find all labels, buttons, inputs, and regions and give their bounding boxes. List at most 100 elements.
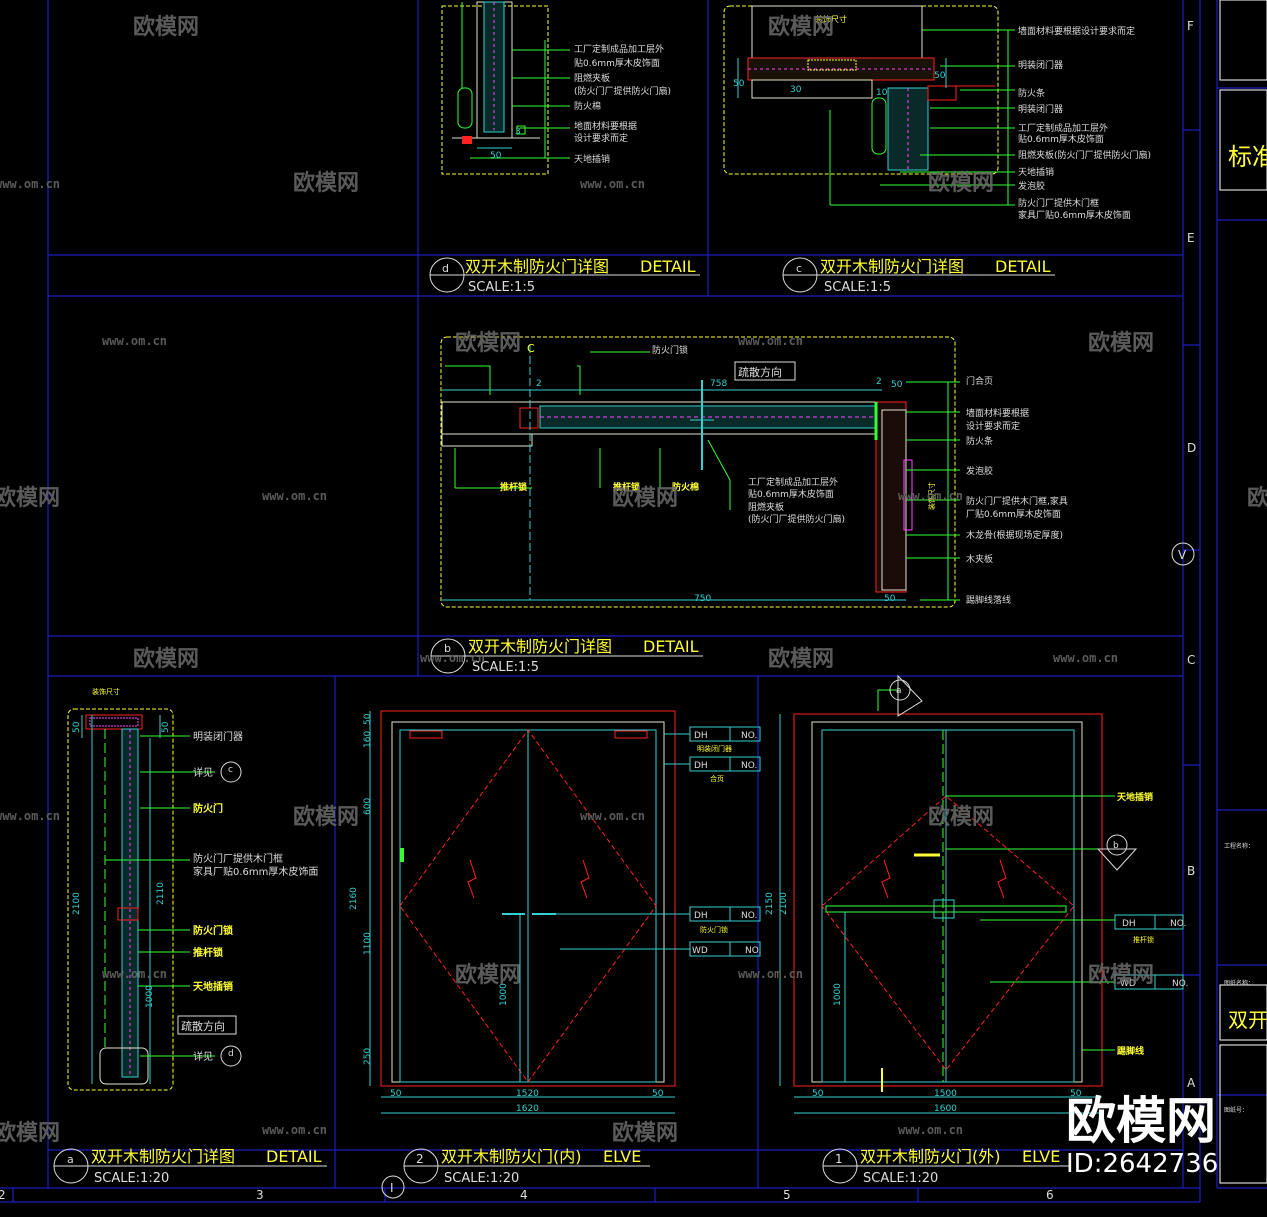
watermark-logo: 欧模网: [612, 485, 678, 511]
detail-a-drawing: [67, 708, 242, 1091]
detail-a-direction: 疏散方向: [181, 1019, 225, 1033]
detail-a-dim-2: 50: [161, 721, 171, 733]
title-d-title: 双开木制防火门详图: [465, 257, 609, 276]
detail-b-drawing: [440, 336, 960, 608]
watermark-url: www.om.cn: [738, 967, 803, 981]
elev1-callout-b: b: [1113, 841, 1119, 851]
watermark-url: www.om.cn: [580, 809, 645, 823]
watermark-url: www.om.cn: [102, 334, 167, 348]
title-elev1-title: 双开木制防火门(外): [860, 1147, 1001, 1166]
grid-col-6: 6: [1046, 1188, 1054, 1202]
elev2-dim-left-2: 50: [363, 713, 373, 725]
title-b-tag: DETAIL: [643, 637, 699, 656]
detail-d-note-0: 工厂定制成品加工层外: [574, 43, 664, 55]
detail-b-dim-5: 50: [884, 594, 896, 604]
elev2-tag-3-code: WD: [692, 946, 708, 956]
grid-row-f: F: [1187, 19, 1194, 33]
detail-d-note-4: 防火棉: [574, 100, 601, 112]
grid-row-c: C: [1187, 653, 1195, 667]
elev2-dim-bottom-3: 1620: [516, 1104, 539, 1114]
detail-a-note-1: 详见: [193, 766, 213, 779]
detail-d-note-6: 设计要求而定: [574, 132, 628, 144]
detail-b-note-mid-2: 阻燃夹板: [748, 501, 784, 513]
title-c-scale: SCALE:1:5: [824, 280, 891, 295]
detail-b-note-right-5: 防火门厂提供木门框,家具: [966, 495, 1068, 507]
column-marker: I: [390, 1181, 394, 1195]
elev1-dim-left-0: 2150: [765, 892, 775, 915]
watermark-logo: 欧模网: [768, 646, 834, 672]
detail-c-notes: 墙面材料要根据设计要求而定 明装闭门器 防火条 明装闭门器 工厂定制成品加工层外…: [733, 14, 1151, 221]
detail-a-vertical-dims: 50 50 2100 2110 1000: [72, 721, 171, 1008]
elev1-drawing: [779, 674, 1184, 1114]
watermark-logo: 欧模网: [133, 14, 199, 40]
watermark-url: www.om.cn: [738, 334, 803, 348]
detail-c-dim-3: 50: [934, 71, 946, 81]
watermark-url: www.om.cn: [0, 809, 60, 823]
grid-col-2: 2: [0, 1188, 6, 1202]
detail-d-note-1: 贴0.6mm厚木皮饰面: [574, 57, 660, 69]
elev1-dim-bottom-0: 50: [812, 1089, 824, 1099]
title-d-scale: SCALE:1:5: [468, 280, 535, 295]
watermark-url: www.om.cn: [898, 489, 963, 503]
elev2-dim-left-1: 160: [363, 731, 373, 748]
brand-watermark: 欧模网: [1066, 1092, 1216, 1150]
watermark-url: www.om.cn: [898, 1123, 963, 1137]
detail-a-note-3: 防火门厂提供木门框: [193, 852, 283, 865]
detail-d-note-5: 地面材料要根据: [574, 120, 637, 132]
detail-b-note-top-0: 防火门锁: [652, 344, 688, 356]
watermark-logo: 欧模网: [928, 804, 994, 830]
brand-id: ID:2642736: [1066, 1149, 1218, 1179]
detail-c-note-8: 发泡胶: [1018, 180, 1045, 192]
detail-b-dim-2: 2: [876, 377, 882, 387]
elev1-tag-0-code: DH: [1122, 919, 1136, 929]
detail-b-note-mid-0: 工厂定制成品加工层外: [748, 476, 838, 488]
watermark-logo: 欧模网: [768, 14, 834, 40]
detail-b-note-right-4: 发泡胶: [966, 465, 993, 477]
elev1-note-2: 踢脚线: [1117, 1045, 1144, 1057]
detail-b-note-bottom-2: 防火棉: [672, 481, 699, 493]
detail-a-note-8: 详见: [193, 1050, 213, 1063]
detail-c-note-4: 工厂定制成品加工层外: [1018, 122, 1108, 134]
detail-d-note-7: 天地插销: [574, 153, 610, 165]
detail-d-dim-1: 3: [515, 127, 521, 137]
title-elev2-title: 双开木制防火门(内): [441, 1147, 582, 1166]
title-c-title: 双开木制防火门详图: [820, 257, 964, 276]
title-b-title: 双开木制防火门详图: [468, 637, 612, 656]
detail-b-note-mid-1: 贴0.6mm厚木皮饰面: [748, 488, 834, 500]
column-marker-circle: [381, 1175, 405, 1199]
watermark-logo: 欧模网: [928, 170, 994, 196]
elev2-vertical-dims: 2160 160 50 600 1100 250 1000: [349, 713, 509, 1065]
detail-c-note-5: 贴0.6mm厚木皮饰面: [1018, 133, 1104, 145]
title-d-id: d: [442, 262, 449, 275]
watermark-url: www.om.cn: [420, 651, 485, 665]
detail-c-note-1: 明装闭门器: [1018, 59, 1063, 71]
watermark-logo: 欧模网: [133, 646, 199, 672]
detail-b-dim-1: 758: [710, 379, 727, 389]
title-a-tag: DETAIL: [266, 1147, 322, 1166]
watermark-logo: 欧模网: [1247, 485, 1267, 511]
elev2-tag-1-code: DH: [694, 761, 708, 771]
title-elev1-scale: SCALE:1:20: [863, 1171, 938, 1186]
title-elev1-tag: ELVE: [1022, 1147, 1060, 1166]
watermark-url: www.om.cn: [102, 967, 167, 981]
grid-marker: V: [1178, 548, 1187, 562]
elev1-dim-bottom-3: 1600: [934, 1104, 957, 1114]
detail-c-note-9: 防火门厂提供木门框: [1018, 197, 1099, 209]
watermark-logo: 欧模网: [455, 962, 521, 988]
detail-b-note-right-1: 墙面材料要根据: [966, 407, 1029, 419]
watermark-logo: 欧模网: [1088, 330, 1154, 356]
watermark-url: www.om.cn: [580, 177, 645, 191]
elev1-vertical-dims: 2150 2100 1000: [765, 892, 843, 1006]
detail-c-note-2: 防火条: [1018, 87, 1045, 99]
grid-row-a: A: [1187, 1076, 1196, 1090]
grid-row-b: B: [1187, 864, 1195, 878]
elev2-dim-left-0: 2160: [349, 887, 359, 910]
detail-b-notes: C 疏散方向 防火门锁 推杆锁 推杆锁 防火棉 工厂定制成品加工层外 贴0.6m…: [500, 342, 1068, 606]
title-bars: d 双开木制防火门详图 DETAIL SCALE:1:5 c 双开木制防火门详图…: [53, 257, 1070, 1186]
title-block-title: 标准: [1228, 143, 1267, 171]
title-block-number-label: 图纸号：: [1224, 1106, 1248, 1114]
elev2-drawing: [369, 710, 761, 1114]
detail-d-notes: 工厂定制成品加工层外 贴0.6mm厚木皮饰面 阻燃夹板 (防火门厂提供防火门扇)…: [490, 43, 671, 165]
